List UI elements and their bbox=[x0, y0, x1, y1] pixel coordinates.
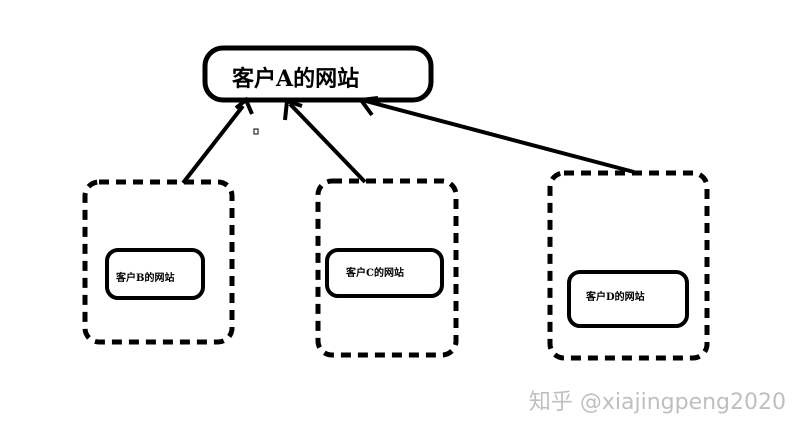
edges bbox=[181, 96, 635, 185]
edge-d-to-a bbox=[361, 98, 635, 174]
edge-b-marker bbox=[253, 128, 259, 135]
group-b-dashed-border bbox=[82, 179, 235, 345]
node-a-label: 客户A的网站 bbox=[232, 66, 359, 92]
edge-c-to-a bbox=[288, 102, 367, 184]
node-d-box bbox=[567, 270, 689, 328]
watermark: 知乎 @xiajingpeng2020 bbox=[528, 390, 786, 415]
edge-c-to-a-arrowhead bbox=[283, 98, 303, 121]
node-b-label: 客户B的网站 bbox=[115, 271, 174, 284]
edge-b-to-a bbox=[181, 104, 245, 185]
group-b: 客户B的网站 bbox=[82, 179, 235, 345]
node-a: 客户A的网站 bbox=[202, 45, 434, 103]
group-d: 客户D的网站 bbox=[547, 170, 710, 361]
node-a-box bbox=[202, 45, 434, 103]
edge-b-to-a-arrowhead bbox=[234, 96, 254, 115]
node-c-box bbox=[325, 248, 444, 298]
node-d-label: 客户D的网站 bbox=[585, 290, 645, 303]
node-b-box bbox=[105, 248, 205, 300]
group-c: 客户C的网站 bbox=[315, 178, 459, 358]
edge-d-to-a-arrowhead bbox=[357, 96, 379, 117]
node-c-label: 客户C的网站 bbox=[345, 266, 404, 279]
group-d-dashed-border bbox=[547, 170, 710, 361]
group-c-dashed-border bbox=[315, 178, 459, 358]
